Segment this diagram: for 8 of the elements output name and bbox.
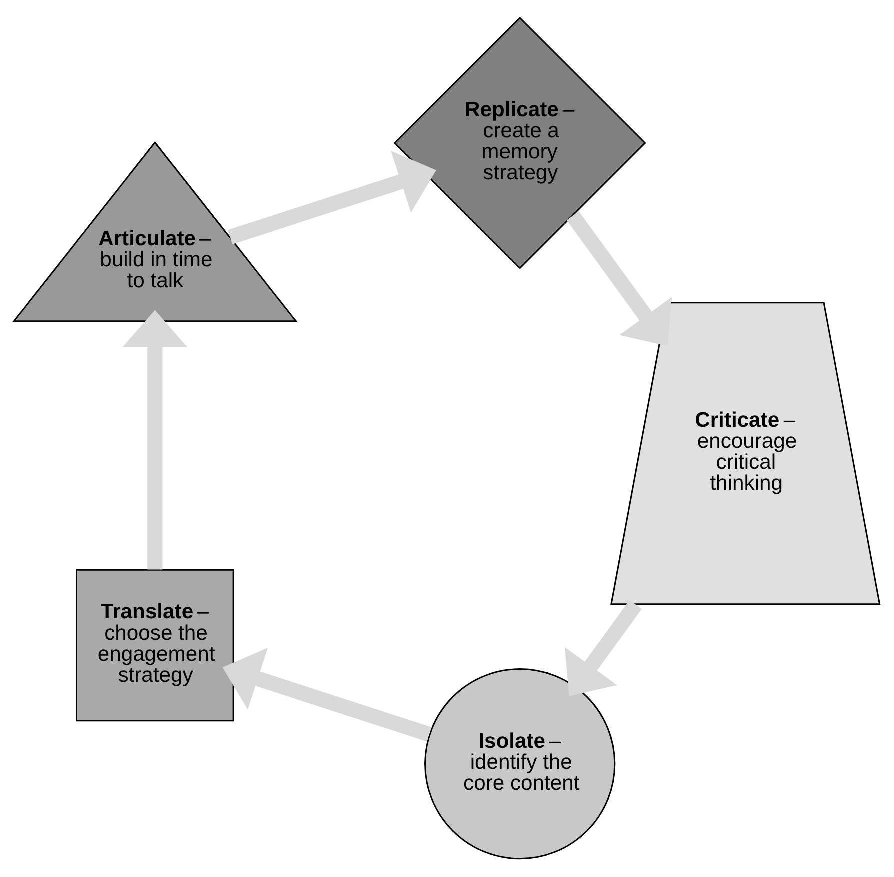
arrow bbox=[566, 212, 672, 346]
node-box: Translate – choose the engagement strategy bbox=[76, 569, 234, 722]
node-diamond: Replicate – create a memory strategy bbox=[394, 16, 646, 270]
node-circle: Isolate – identify the core content bbox=[424, 668, 616, 860]
arrow bbox=[228, 150, 436, 245]
arrow bbox=[222, 648, 432, 742]
arrow bbox=[564, 600, 642, 696]
arrow bbox=[122, 310, 188, 570]
